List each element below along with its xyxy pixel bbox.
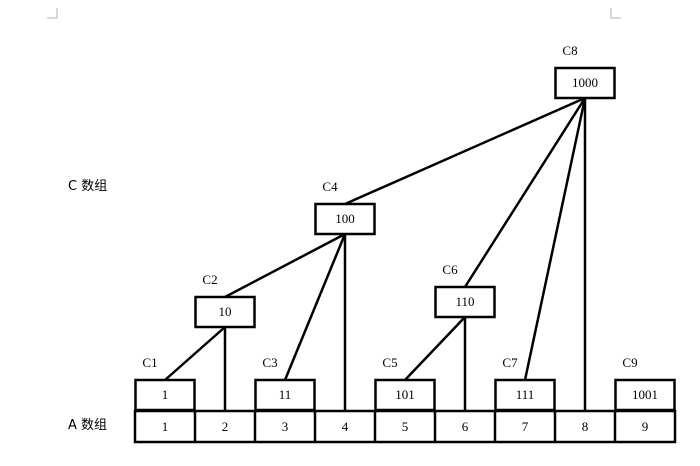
c-node-c1: 1 C1: [134, 355, 196, 412]
page-corner-marks: [47, 8, 621, 19]
c-array-label: C 数组: [68, 179, 107, 194]
c-node-box: [614, 378, 676, 412]
edge-c3-c4: [283, 232, 347, 382]
c-node-box: [434, 285, 496, 319]
a-row-frame: [133, 409, 677, 444]
a-cell-4: 4: [342, 419, 349, 434]
c-node-box: [254, 378, 316, 412]
c-node-box: [194, 295, 256, 329]
a-cell-8: 8: [582, 419, 589, 434]
c-node-name: C1: [142, 355, 157, 370]
c-node-c3: 11 C3: [254, 355, 316, 412]
a-cell-3: 3: [282, 419, 289, 434]
a-cell-9: 9: [642, 419, 649, 434]
c-node-c6: 110 C6: [434, 262, 496, 319]
c-node-value: 11: [279, 387, 292, 402]
c-array-nodes: 1C110C211C3100C4101C5110C6111C71000C8100…: [134, 43, 676, 412]
edge-c5-c6: [403, 315, 467, 382]
a-cell-1: 1: [162, 419, 169, 434]
a-cell-6: 6: [462, 419, 469, 434]
c-node-c7: 111 C7: [494, 355, 556, 412]
edge-c7-c8: [523, 96, 587, 382]
edge-c2-c4: [223, 232, 347, 299]
a-cell-2: 2: [222, 419, 229, 434]
edge-c1-c2: [163, 325, 227, 382]
c-node-c8: 1000 C8: [554, 43, 616, 100]
c-node-value: 111: [516, 387, 535, 402]
c-node-box: [554, 66, 616, 100]
c-node-c5: 101 C5: [374, 355, 436, 412]
c-node-box: [314, 202, 376, 236]
c-node-value: 1: [162, 387, 169, 402]
c-node-c9: 1001 C9: [614, 355, 676, 412]
c-node-name: C7: [502, 355, 518, 370]
a-cell-5: 5: [402, 419, 409, 434]
c-node-name: C3: [262, 355, 277, 370]
c-node-name: C5: [382, 355, 397, 370]
c-node-value: 110: [455, 294, 474, 309]
c-node-name: C6: [442, 262, 458, 277]
a-cell-7: 7: [522, 419, 529, 434]
c-node-box: [494, 378, 556, 412]
c-node-value: 100: [335, 211, 355, 226]
edge-c6-c8: [463, 96, 587, 289]
a-array-label: A 数组: [68, 418, 107, 433]
c-node-box: [374, 378, 436, 412]
c-node-value: 1000: [572, 75, 598, 90]
c-node-box: [134, 378, 196, 412]
c-node-value: 1001: [632, 387, 658, 402]
c-node-c2: 10 C2: [194, 272, 256, 329]
c-node-name: C2: [202, 272, 217, 287]
c-node-c4: 100 C4: [314, 179, 376, 236]
c-node-name: C8: [562, 43, 577, 58]
c-node-name: C9: [622, 355, 637, 370]
c-node-value: 101: [395, 387, 415, 402]
c-node-value: 10: [219, 304, 232, 319]
c-node-name: C4: [322, 179, 338, 194]
a-array-row: 1 2 3 4 5 6 7 8 9: [133, 409, 677, 444]
tree-edges: [163, 96, 587, 413]
edge-c4-c8: [343, 96, 587, 206]
